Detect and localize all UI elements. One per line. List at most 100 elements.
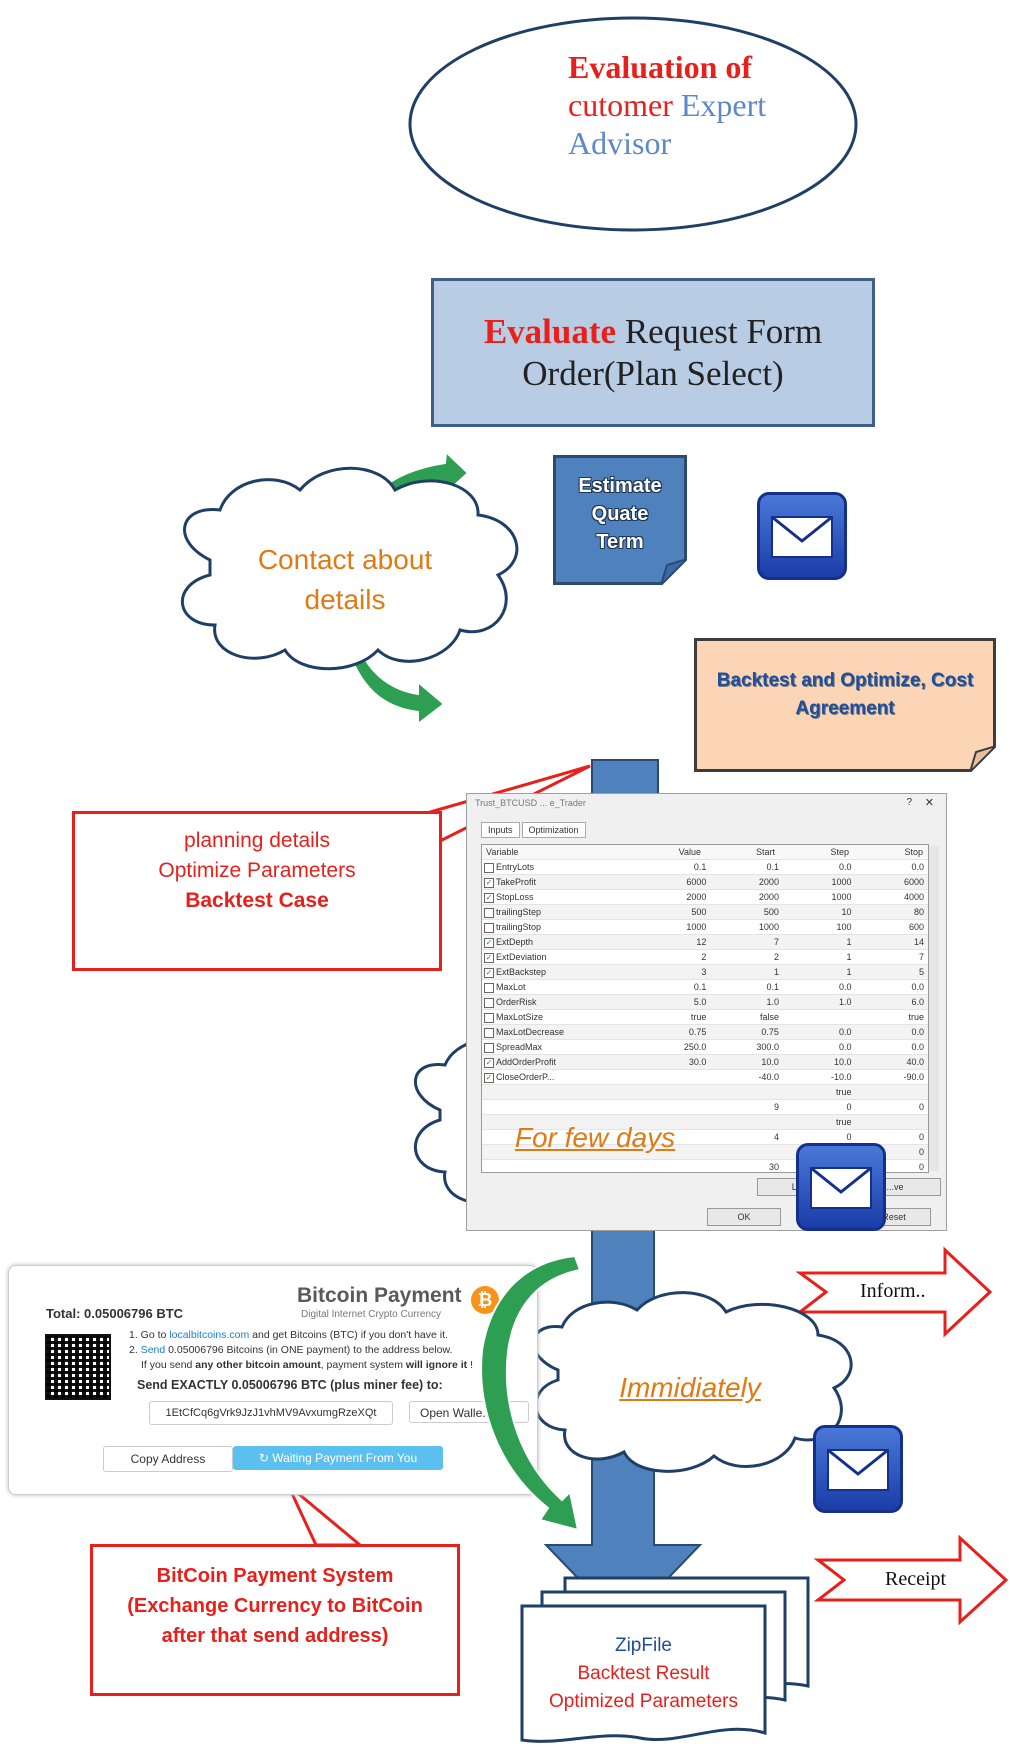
row-checkbox[interactable] (484, 998, 494, 1008)
open-wallet-button[interactable]: Open Walle... (409, 1401, 529, 1423)
row-checkbox[interactable]: ✓ (484, 1073, 494, 1083)
row-step[interactable]: -10.0 (830, 1072, 852, 1082)
row-start[interactable]: -40.0 (758, 1072, 779, 1082)
row-stop[interactable]: 0.0 (911, 1027, 924, 1037)
row-start[interactable]: false (759, 1012, 779, 1022)
row-stop[interactable]: 0.0 (911, 862, 924, 872)
bitcoin-address-field[interactable]: 1EtCfCq6gVrk9JzJ1vhMV9AvxumgRzeXQt (149, 1401, 393, 1425)
row-start[interactable] (710, 1085, 783, 1099)
row-start[interactable]: 0.1 (766, 862, 779, 872)
row-start[interactable]: 500 (763, 907, 779, 917)
row-value[interactable] (638, 1085, 711, 1099)
row-stop[interactable]: 4000 (903, 892, 924, 902)
waiting-payment-button[interactable]: ↻ Waiting Payment From You (233, 1446, 443, 1470)
row-value[interactable]: 0.75 (688, 1027, 707, 1037)
row-step[interactable]: 1 (846, 952, 852, 962)
row-value[interactable]: 3 (701, 967, 707, 977)
row-stop[interactable]: 0 (918, 1132, 924, 1142)
row-stop[interactable]: 6.0 (911, 997, 924, 1007)
row-stop[interactable]: 80 (913, 907, 924, 917)
row-step[interactable]: 10 (841, 907, 852, 917)
tab-inputs[interactable]: Inputs (481, 822, 520, 838)
row-stop[interactable]: 0.0 (911, 1042, 924, 1052)
row-step[interactable]: 100 (836, 922, 852, 932)
row-checkbox[interactable]: ✓ (484, 938, 494, 948)
row-start[interactable]: 0.75 (761, 1027, 779, 1037)
row-value[interactable]: 30.0 (688, 1057, 707, 1067)
row-checkbox[interactable]: ✓ (484, 968, 494, 978)
row-stop[interactable] (855, 1115, 928, 1129)
row-stop[interactable]: 0.0 (911, 982, 924, 992)
row-stop[interactable]: 0 (918, 1102, 924, 1112)
row-checkbox[interactable] (484, 1028, 494, 1038)
row-step[interactable]: 0.0 (838, 862, 852, 872)
row-checkbox[interactable]: ✓ (484, 893, 494, 903)
row-value[interactable] (638, 1100, 711, 1114)
tab-optimization[interactable]: Optimization (521, 822, 586, 838)
row-value[interactable]: 500 (691, 907, 707, 917)
help-icon[interactable]: ? (906, 797, 912, 808)
row-stop[interactable]: 14 (913, 937, 924, 947)
row-stop[interactable]: 600 (908, 922, 924, 932)
row-stop[interactable] (855, 1085, 928, 1099)
copy-address-button[interactable]: Copy Address (103, 1446, 233, 1472)
row-start[interactable]: 2 (773, 952, 779, 962)
row-stop[interactable]: 7 (918, 952, 924, 962)
row-checkbox[interactable] (484, 983, 494, 993)
row-step[interactable]: 1 (846, 967, 852, 977)
row-stop[interactable]: -90.0 (903, 1072, 924, 1082)
row-checkbox[interactable]: ✓ (484, 878, 494, 888)
ok-button[interactable]: OK (707, 1208, 781, 1226)
row-start[interactable] (710, 1115, 783, 1129)
row-step[interactable]: 1000 (831, 877, 852, 887)
row-checkbox[interactable] (484, 908, 494, 918)
table-row[interactable]: ✓CloseOrderP...-40.0-10.0-90.0 (482, 1070, 928, 1085)
row-stop[interactable]: 0 (918, 1162, 924, 1172)
row-stop[interactable]: 5 (918, 967, 924, 977)
row-stop[interactable]: 0 (918, 1147, 924, 1157)
row-value[interactable]: 2000 (686, 892, 707, 902)
row-start[interactable]: 2000 (758, 877, 779, 887)
row-step[interactable]: true (835, 1117, 852, 1127)
row-step[interactable]: 0.0 (838, 1027, 852, 1037)
send-link[interactable]: Send (140, 1344, 166, 1356)
table-row[interactable]: true (482, 1085, 928, 1100)
row-checkbox[interactable]: ✓ (484, 1058, 494, 1068)
row-start[interactable]: 4 (773, 1132, 779, 1142)
row-step[interactable]: 1000 (831, 892, 852, 902)
row-checkbox[interactable] (484, 1013, 494, 1023)
row-step[interactable]: 0.0 (838, 982, 852, 992)
row-start[interactable]: 1.0 (766, 997, 779, 1007)
row-value[interactable]: 250.0 (683, 1042, 707, 1052)
row-step[interactable]: 1 (846, 937, 852, 947)
row-value[interactable]: 5.0 (693, 997, 707, 1007)
row-checkbox[interactable]: ✓ (484, 953, 494, 963)
row-checkbox[interactable] (484, 923, 494, 933)
row-start[interactable]: 30 (768, 1162, 779, 1172)
row-step[interactable]: 0.0 (838, 1042, 852, 1052)
row-start[interactable]: 0.1 (766, 982, 779, 992)
row-start[interactable] (710, 1145, 783, 1159)
row-value[interactable]: 0.1 (693, 862, 707, 872)
grid-scrollbar[interactable] (929, 846, 939, 1171)
row-value[interactable]: 2 (701, 952, 707, 962)
row-value[interactable]: 12 (696, 937, 707, 947)
row-start[interactable]: 1 (773, 967, 779, 977)
row-checkbox[interactable] (484, 1043, 494, 1053)
row-value[interactable]: true (690, 1012, 707, 1022)
row-step[interactable]: 0 (846, 1102, 852, 1112)
row-start[interactable]: 2000 (758, 892, 779, 902)
row-value[interactable] (638, 1160, 711, 1172)
localbitcoins-link[interactable]: localbitcoins.com (169, 1329, 250, 1341)
